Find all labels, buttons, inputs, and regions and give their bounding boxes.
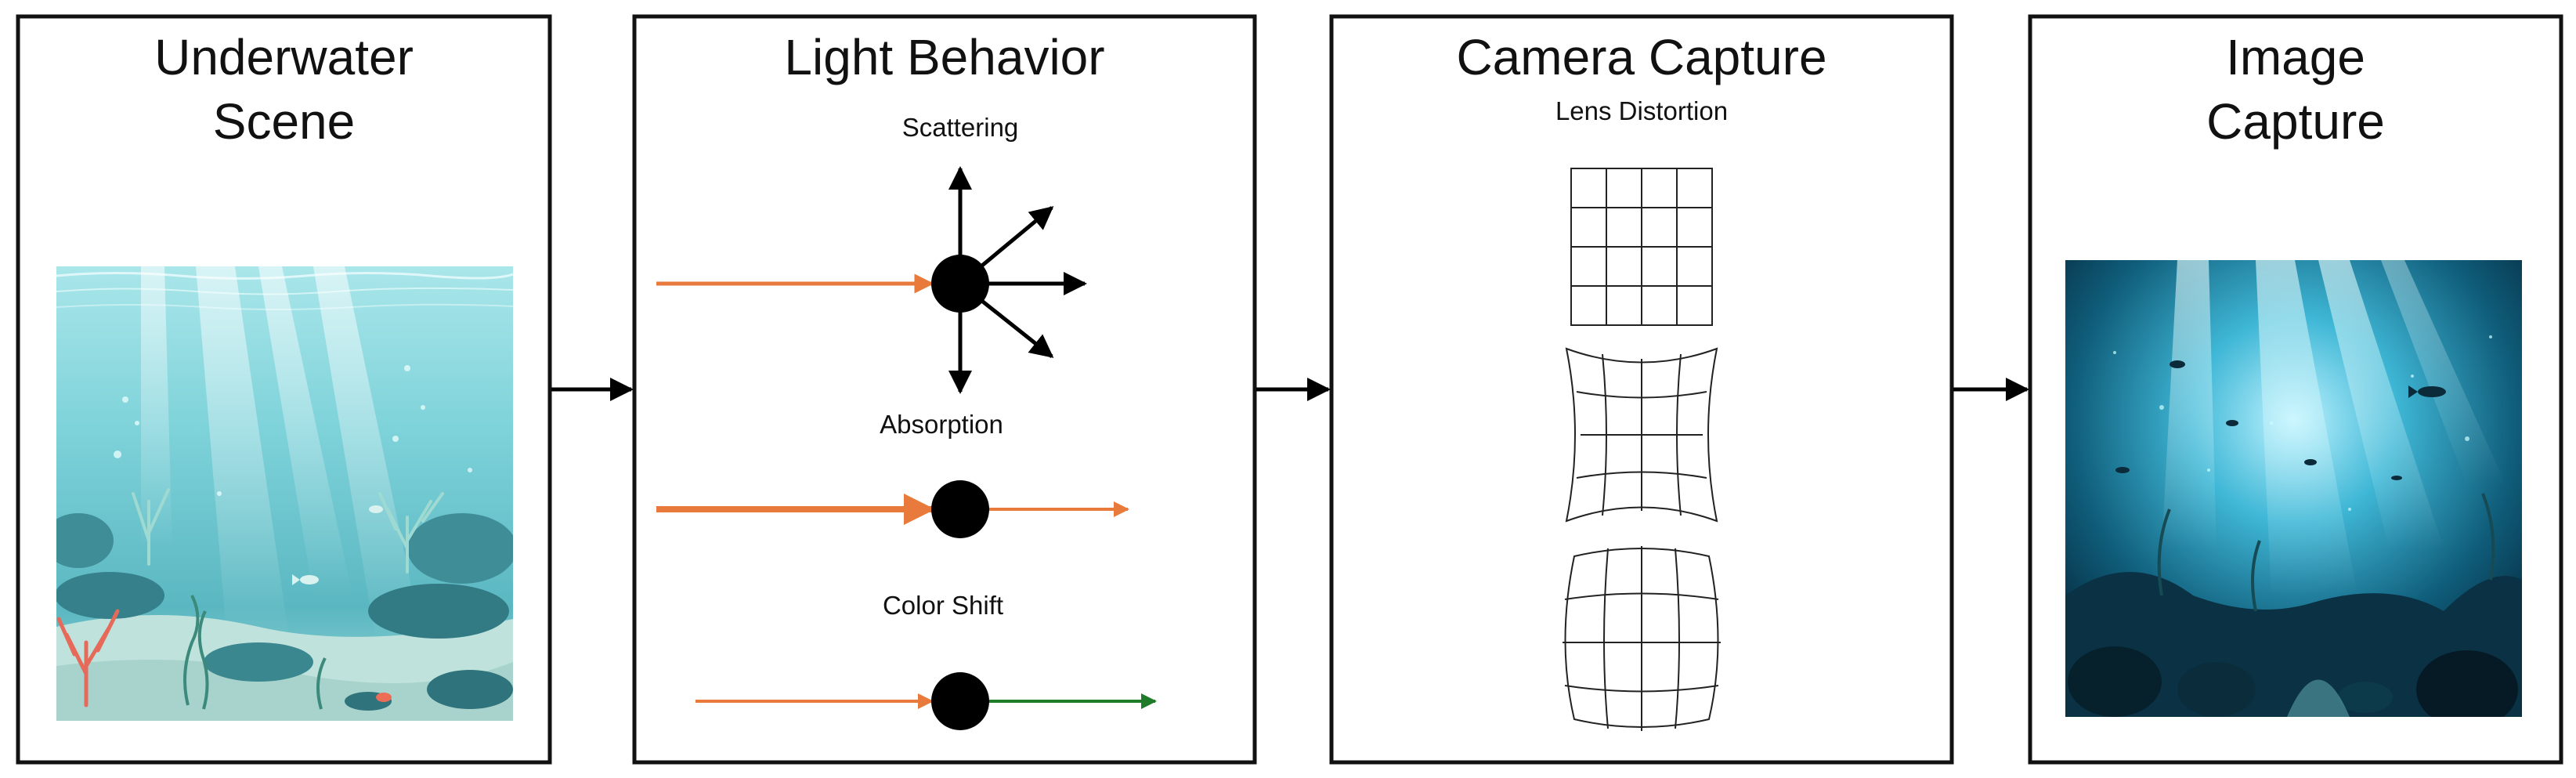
captured-image-illustration [2065, 260, 2522, 717]
grid-pincushion [1565, 347, 1718, 523]
underwater-scene-illustration [56, 266, 513, 721]
lens-distortion-label: Lens Distortion [1555, 96, 1729, 125]
image-capture-title-line1: Image [2226, 29, 2365, 85]
image-capture-title: Image Capture [2030, 25, 2561, 154]
panel-light-behavior [632, 14, 1257, 765]
scattering-label: Scattering [901, 113, 1019, 142]
absorption-label: Absorption [880, 410, 1003, 439]
color-shift-diagram [695, 672, 1157, 730]
camera-capture-title: Camera Capture [1456, 29, 1827, 85]
underwater-scene-title: Underwater Scene [18, 25, 550, 154]
image-capture-title-line2: Capture [2206, 93, 2385, 150]
absorption-diagram [656, 480, 1129, 538]
underwater-scene-title-line1: Underwater [154, 29, 414, 85]
scattering-diagram [656, 166, 1087, 394]
particle-icon [931, 672, 989, 730]
grid-undistorted [1570, 168, 1713, 326]
grid-barrel [1563, 546, 1721, 731]
color-shift-label: Color Shift [882, 591, 1004, 620]
panel-image-capture [2028, 14, 2563, 765]
panel-camera-capture [1329, 14, 1954, 765]
light-behavior-title: Light Behavior [784, 29, 1105, 85]
lens-grid-icon [1563, 168, 1721, 731]
particle-icon [931, 480, 989, 538]
panel-underwater-scene [16, 14, 552, 765]
underwater-scene-title-line2: Scene [212, 93, 356, 150]
particle-icon [931, 255, 989, 313]
